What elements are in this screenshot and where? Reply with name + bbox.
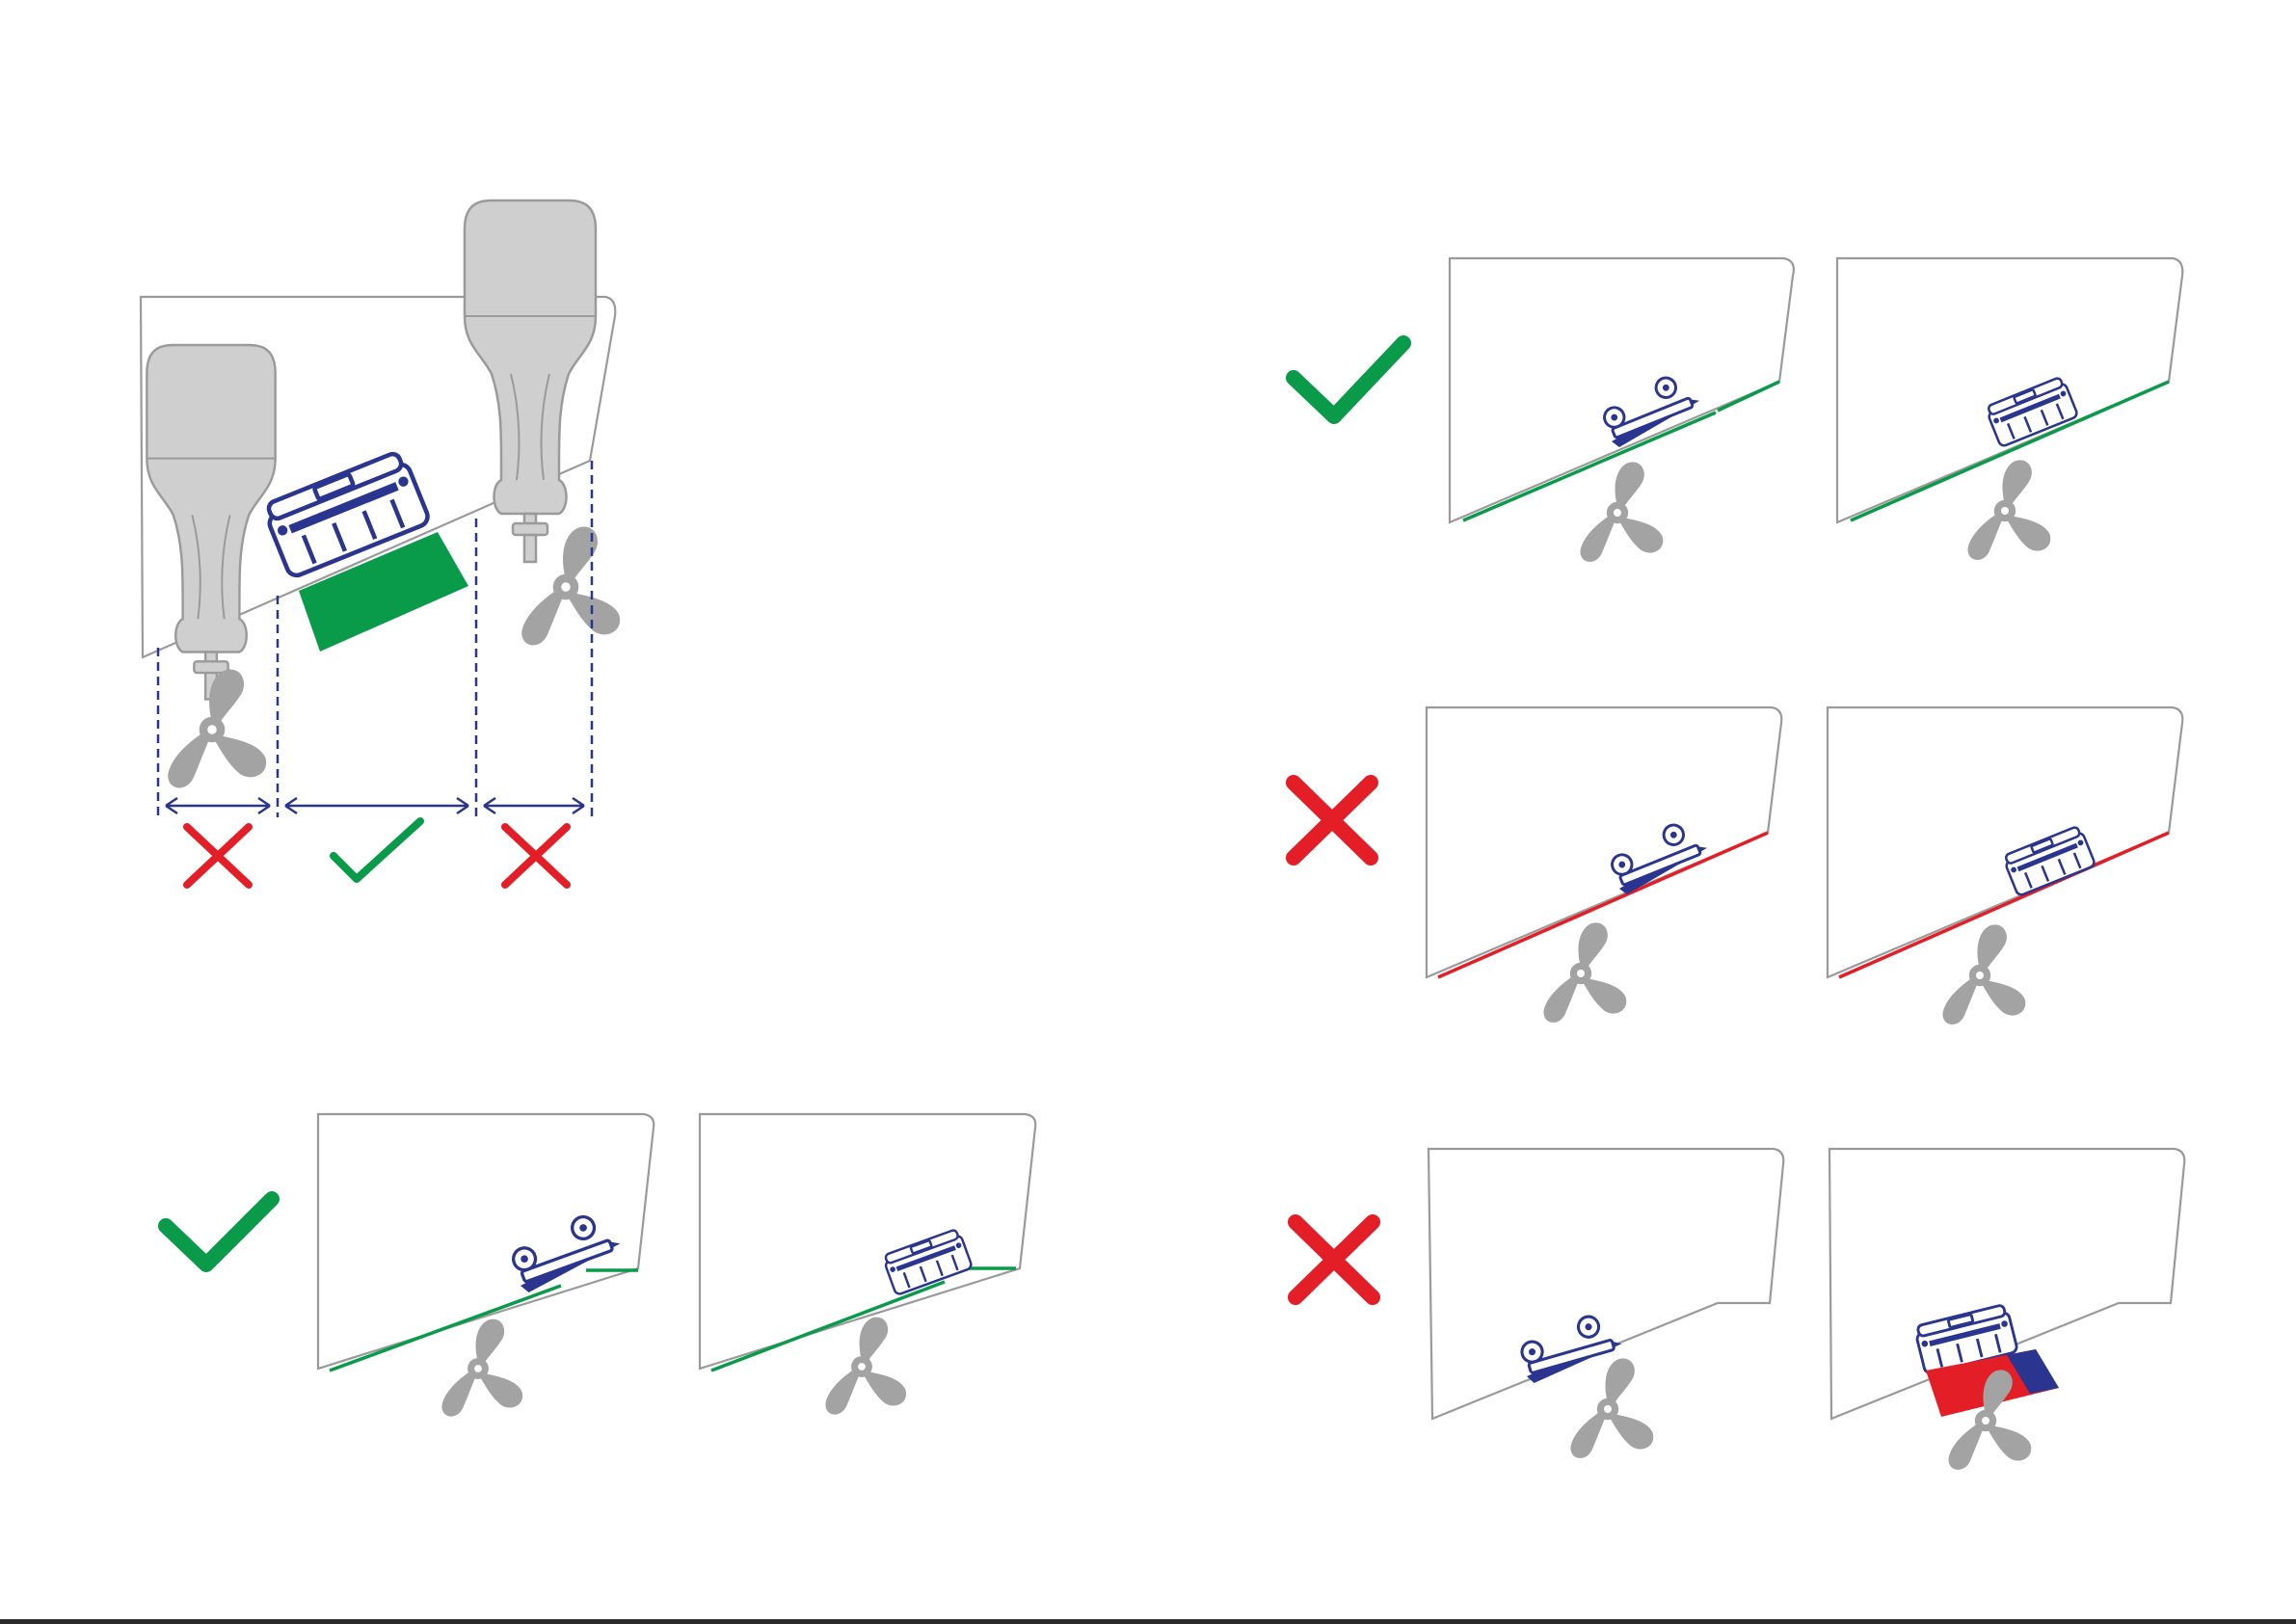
propeller-icon	[825, 1318, 906, 1415]
propeller-icon	[441, 1319, 522, 1417]
propeller-icon	[1543, 922, 1626, 1023]
example-right-top	[1294, 258, 2182, 562]
panel-bracket-mount	[1427, 707, 1781, 1023]
panel-unit-mount	[1828, 707, 2182, 1025]
verdict-cross-mark-icon	[1295, 1222, 1373, 1297]
verdict-cross-mark-icon	[1294, 783, 1371, 858]
propeller-icon	[1570, 1358, 1653, 1458]
verdict-check-mark-icon	[166, 1199, 272, 1265]
propeller-icon	[1942, 924, 2025, 1025]
propeller-icon	[1580, 462, 1663, 562]
overview-diagram	[141, 200, 620, 885]
propeller-left-icon	[168, 669, 266, 787]
zone-right-cross-mark-icon	[505, 827, 567, 885]
zone-left-cross-mark-icon	[187, 827, 249, 885]
panel-unit-mount	[1837, 258, 2182, 560]
propeller-icon	[1967, 460, 2050, 560]
panel-bracket-mount	[1428, 1149, 1783, 1458]
example-right-middle	[1294, 707, 2182, 1025]
zone-arrows	[166, 798, 584, 813]
panel-bracket-mount	[1450, 258, 1794, 562]
zone-middle-check-mark-icon	[334, 821, 420, 879]
example-right-bottom	[1295, 1149, 2184, 1470]
panel-unit-mount	[1829, 1149, 2184, 1470]
verdict-check-mark-icon	[1294, 343, 1403, 416]
panel-bracket-mount	[318, 1114, 654, 1417]
bottom-rule	[0, 1619, 2296, 1624]
panel-unit-mount	[700, 1114, 1035, 1415]
example-bottom-left	[166, 1114, 1035, 1417]
